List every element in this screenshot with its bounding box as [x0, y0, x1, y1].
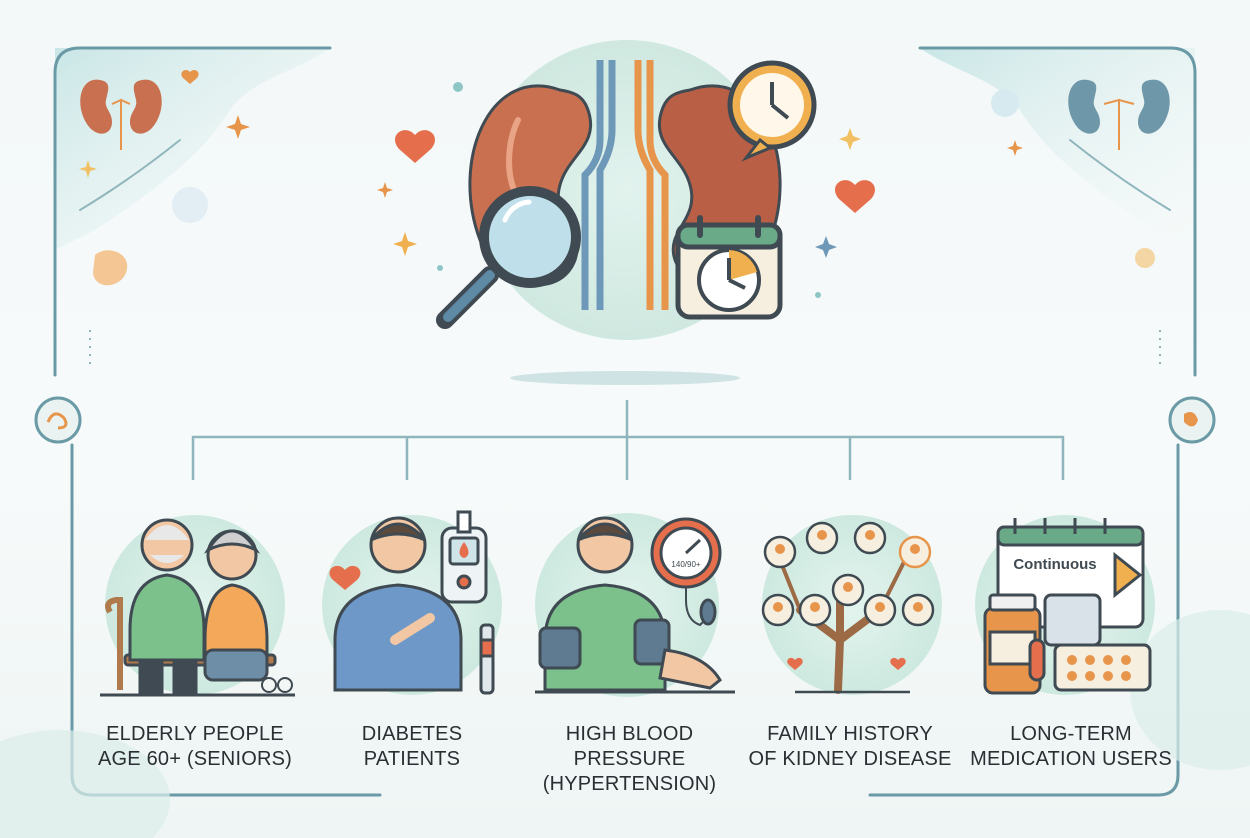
corner-kidneys-icon-left: [80, 79, 162, 150]
group-label-line: HIGH BLOOD PRESSURE: [565, 723, 694, 770]
family-tree-icon: [761, 521, 935, 694]
corner-kidneys-icon-right: [1068, 79, 1170, 150]
connector-lines: [191, 400, 1065, 480]
group-label-family-history: FAMILY HISTORY OF KIDNEY DISEASE: [740, 722, 960, 772]
group-label-diabetes: DIABETES PATIENTS: [302, 722, 522, 772]
group-label-line: ELDERLY PEOPLE: [106, 723, 284, 745]
elderly-couple-icon: [100, 518, 295, 697]
group-label-line: (HYPERTENSION): [542, 773, 717, 795]
group-label-line: OF KIDNEY DISEASE: [748, 748, 952, 770]
hero-shadow: [510, 371, 740, 385]
gauge-reading-label: 140/90+: [671, 560, 700, 569]
group-label-line: MEDICATION USERS: [970, 748, 1172, 770]
calendar-clock-icon: [675, 215, 783, 320]
group-label-line: PATIENTS: [363, 748, 461, 770]
group-label-line: FAMILY HISTORY: [767, 723, 933, 745]
side-swirl-left: [34, 396, 82, 444]
group-label-elderly: ELDERLY PEOPLE AGE 60+ (SENIORS): [85, 722, 305, 772]
frame-dotted-lines: [89, 330, 1161, 370]
magnifying-glass-icon: [436, 186, 581, 329]
hero-illustration: [436, 40, 817, 385]
calendar-continuous-text: Continuous: [1013, 556, 1096, 573]
group-label-hypertension: HIGH BLOOD PRESSURE (HYPERTENSION): [512, 722, 747, 797]
glucose-meter-icon: [329, 510, 495, 695]
corner-decoration-top-left: [55, 48, 330, 250]
group-label-line: AGE 60+ (SENIORS): [97, 748, 292, 770]
medication-calendar-icon: [983, 518, 1152, 695]
group-label-line: LONG-TERM: [1010, 723, 1132, 745]
background-blob: [0, 730, 170, 838]
clock-icon: [727, 60, 817, 162]
heart-decorations: [181, 69, 875, 213]
corner-decoration-top-right: [920, 48, 1195, 250]
group-label-medication: LONG-TERM MEDICATION USERS: [961, 722, 1181, 772]
sparkle-decorations: [79, 82, 1155, 298]
side-swirl-right: [1168, 396, 1216, 444]
blood-pressure-cuff-icon: [535, 516, 735, 694]
group-label-line: DIABETES: [361, 723, 463, 745]
background-blob: [1130, 610, 1250, 770]
